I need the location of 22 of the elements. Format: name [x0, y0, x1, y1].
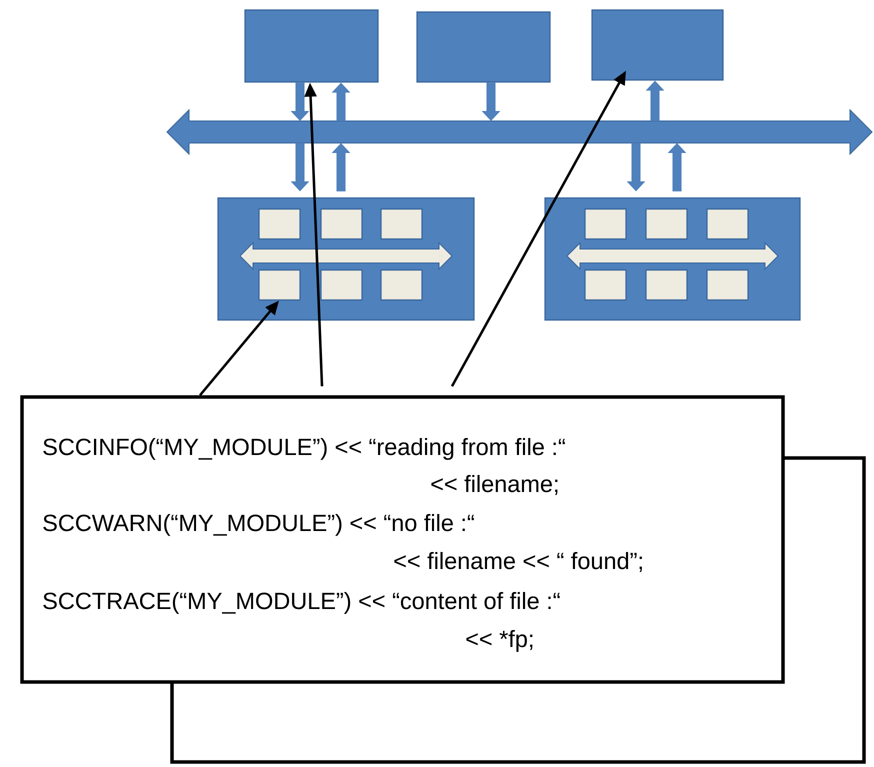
slot-box — [584, 269, 627, 301]
slot-box — [706, 269, 749, 301]
slot-box — [320, 208, 363, 240]
code-line: SCCTRACE(“MY_MODULE”) << “content of file :“ — [43, 592, 560, 614]
block-box — [244, 9, 379, 83]
code-line: << filename; — [431, 474, 558, 495]
code-line: << filename << “ found”; — [394, 552, 642, 572]
slot-box — [258, 208, 301, 240]
code-box — [20, 395, 785, 684]
slot-box — [320, 269, 363, 301]
slot-box — [584, 208, 627, 240]
slot-box — [380, 208, 423, 240]
slot-box — [380, 269, 423, 301]
block-box — [591, 9, 724, 81]
slot-box — [645, 208, 688, 240]
code-line: SCCWARN(“MY_MODULE”) << “no file :“ — [43, 514, 474, 536]
code-line: SCCINFO(“MY_MODULE”) << “reading from file :“ — [43, 438, 565, 460]
code-line: << *fp; — [466, 630, 532, 652]
slot-box — [706, 208, 749, 240]
slot-box — [645, 269, 688, 301]
slot-box — [258, 269, 301, 301]
block-box — [416, 11, 551, 83]
